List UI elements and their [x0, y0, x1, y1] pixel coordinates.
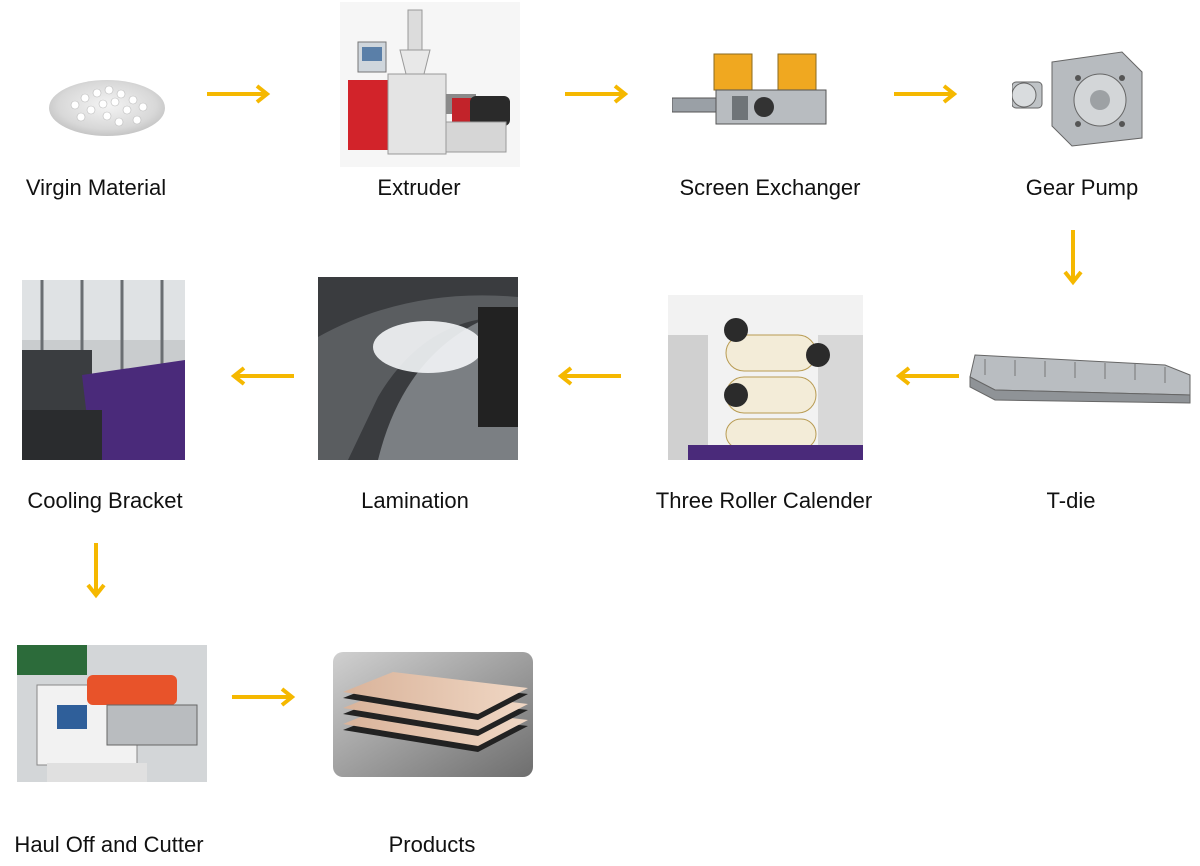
arrow-down-icon — [1062, 228, 1084, 288]
extruder-image — [340, 2, 520, 167]
arrow-right-icon — [892, 83, 960, 105]
step-label: Screen Exchanger — [679, 175, 861, 200]
virgin-material-image — [45, 60, 170, 140]
three-roller-calender-image — [668, 295, 863, 460]
step-label: Virgin Material — [25, 175, 167, 200]
arrow-left-icon — [228, 365, 296, 387]
step-label: Haul Off and Cutter — [14, 832, 204, 857]
arrow-right-icon — [230, 686, 298, 708]
step-label: Extruder — [377, 175, 461, 200]
step-label: T-die — [1046, 488, 1096, 513]
t-die-image — [965, 345, 1195, 415]
cooling-bracket-image — [22, 280, 185, 460]
screen-exchanger-image — [672, 52, 832, 132]
step-label: Three Roller Calender — [655, 488, 873, 513]
products-image — [333, 652, 533, 777]
arrow-right-icon — [563, 83, 631, 105]
step-label: Cooling Bracket — [27, 488, 183, 513]
step-label: Lamination — [361, 488, 469, 513]
arrow-right-icon — [205, 83, 273, 105]
gear-pump-image — [1012, 42, 1147, 152]
arrow-left-icon — [893, 365, 961, 387]
arrow-left-icon — [555, 365, 623, 387]
haul-off-cutter-image — [17, 645, 207, 782]
arrow-down-icon — [85, 541, 107, 601]
lamination-image — [318, 277, 518, 460]
step-label: Products — [388, 832, 476, 857]
step-label: Gear Pump — [1025, 175, 1139, 200]
